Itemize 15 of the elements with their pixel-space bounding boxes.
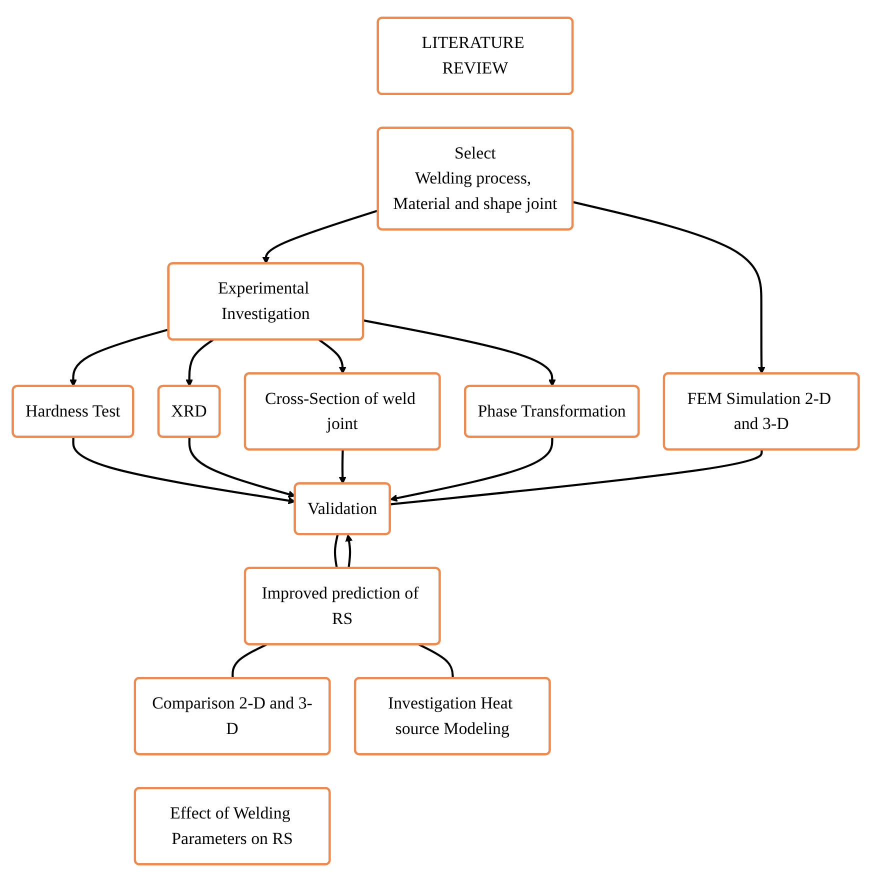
arrow: [188, 437, 296, 498]
connector: [232, 644, 268, 678]
arrow: [339, 450, 347, 484]
arrow: [390, 437, 554, 502]
arrow: [72, 437, 296, 504]
arrow: [186, 338, 214, 387]
connector: [418, 644, 454, 678]
connector: [390, 450, 764, 506]
arrow: [572, 201, 766, 374]
arrow: [364, 319, 556, 387]
arrow: [346, 534, 353, 569]
arrow: [262, 209, 379, 264]
connector: [334, 534, 339, 569]
arrow: [318, 338, 347, 374]
arrow: [70, 328, 170, 387]
